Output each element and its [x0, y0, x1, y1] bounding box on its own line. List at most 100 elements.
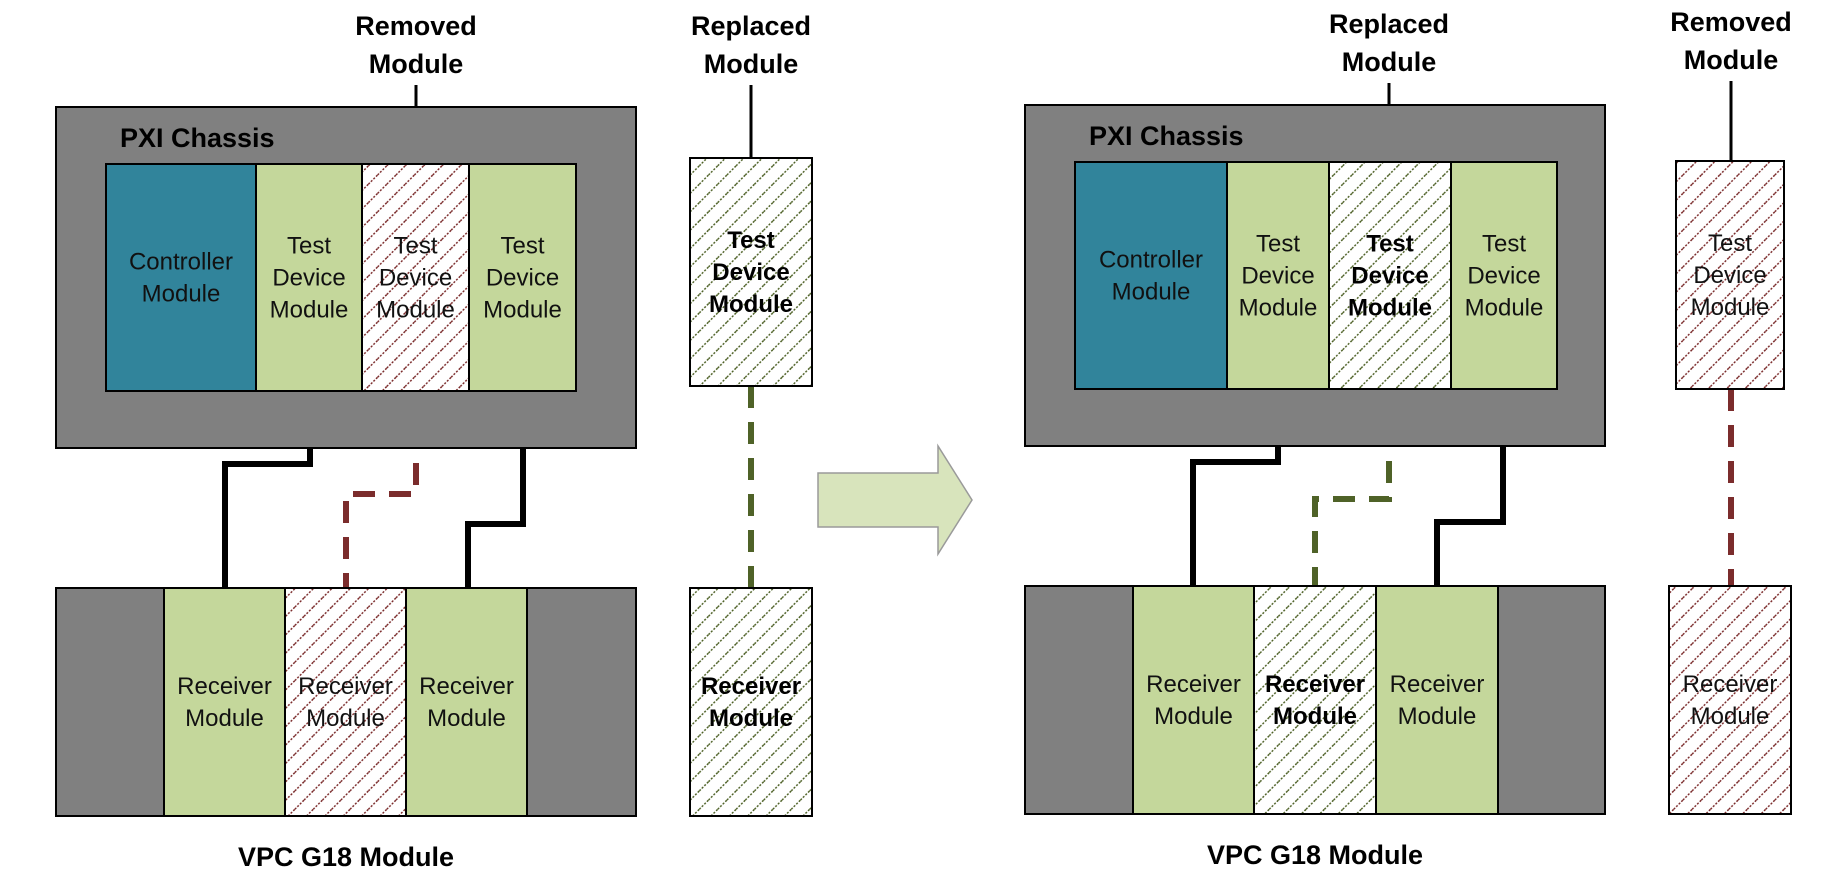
- spare-test-device-module-right: [1675, 160, 1785, 390]
- test-device-module-left-2-label-line: Module: [376, 296, 455, 323]
- callout-removed-left-line: Module: [369, 49, 464, 79]
- callout-removed-right-line: Module: [1684, 45, 1779, 75]
- receiver-module-right-2: [1375, 585, 1499, 815]
- receiver-module-left-2: [405, 587, 528, 817]
- receiver-module-right-2-label-line: Receiver: [1390, 671, 1485, 698]
- test-device-module-left-1-label-line: Module: [270, 296, 349, 323]
- controller-module-left-0-label-line: Controller: [129, 248, 233, 275]
- controller-module-right-0-label-line: Controller: [1099, 246, 1203, 273]
- test-device-module-left-1-label-line: Test: [287, 232, 331, 259]
- test-device-module-right-1-label-line: Test: [1256, 230, 1300, 257]
- receiver-module-left-1-label-line: Receiver: [298, 673, 393, 700]
- spare-test-device-module-left-label-line: Module: [709, 291, 793, 318]
- test-device-module-left-3-label-line: Module: [483, 296, 562, 323]
- test-device-module-left-3-label-line: Test: [500, 232, 544, 259]
- receiver-module-right-0-label-line: Receiver: [1146, 671, 1241, 698]
- test-device-module-left-3-label-line: Device: [486, 264, 559, 291]
- callout-removed-right-line: Removed: [1670, 7, 1792, 37]
- spare-test-device-module-right-label-line: Module: [1691, 294, 1770, 321]
- controller-module-left-0: [105, 163, 257, 392]
- controller-module-left-0-label-line: Module: [142, 280, 221, 307]
- callout-replaced-left-line: Replaced: [691, 11, 811, 41]
- test-device-module-right-3-label-line: Module: [1465, 294, 1544, 321]
- spare-test-device-module-left-label-line: Test: [727, 227, 775, 254]
- test-device-module-right-3-label-line: Device: [1467, 262, 1540, 289]
- receiver-module-left-0: [163, 587, 286, 817]
- receiver-module-right-2-label-line: Module: [1398, 703, 1477, 730]
- test-device-module-right-1-label-line: Device: [1241, 262, 1314, 289]
- receiver-module-left-1-label-line: Module: [306, 705, 385, 732]
- test-device-module-right-2: [1328, 161, 1452, 390]
- test-device-module-left-2-label-line: Test: [393, 232, 437, 259]
- test-device-module-right-3: [1450, 161, 1558, 390]
- receiver-module-left-2-label-line: Module: [427, 705, 506, 732]
- test-device-module-left-2-label-line: Device: [379, 264, 452, 291]
- pxi-chassis-title-right: PXI Chassis: [1089, 121, 1244, 151]
- test-device-module-right-3-label-line: Test: [1482, 230, 1526, 257]
- test-device-module-right-1: [1226, 161, 1330, 390]
- vpc-g18-footer-left: VPC G18 Module: [238, 842, 454, 872]
- receiver-module-left-0-label-line: Module: [185, 705, 264, 732]
- connection-wire-left-1: [465, 391, 526, 588]
- test-device-module-right-2-label-line: Test: [1366, 230, 1414, 257]
- test-device-module-right-2-label-line: Module: [1348, 294, 1432, 321]
- receiver-module-right-1: [1253, 585, 1377, 815]
- spare-receiver-module-right: [1668, 585, 1792, 815]
- spare-test-device-module-left-label-line: Device: [712, 259, 789, 286]
- callout-replaced-right-line: Module: [1342, 47, 1437, 77]
- vpc-g18-footer-right: VPC G18 Module: [1207, 840, 1423, 870]
- receiver-module-left-1: [284, 587, 407, 817]
- callout-replaced-left-line: Module: [704, 49, 799, 79]
- spare-receiver-module-left: [689, 587, 813, 817]
- spare-test-device-module-right-label-line: Test: [1708, 230, 1752, 257]
- receiver-module-right-1-label-line: Module: [1273, 703, 1357, 730]
- receiver-module-left-2-label-line: Receiver: [419, 673, 514, 700]
- test-device-module-left-2: [361, 163, 470, 392]
- receiver-module-left-0-label-line: Receiver: [177, 673, 272, 700]
- test-device-module-right-1-label-line: Module: [1239, 294, 1318, 321]
- callout-removed-left-line: Removed: [355, 11, 477, 41]
- spare-receiver-module-left-label-line: Module: [709, 705, 793, 732]
- controller-module-right-0-label-line: Module: [1112, 278, 1191, 305]
- receiver-module-right-0: [1132, 585, 1255, 815]
- spare-receiver-module-left-label-line: Receiver: [701, 673, 801, 700]
- spare-test-device-module-left: [689, 157, 813, 387]
- callout-replaced-right-line: Replaced: [1329, 9, 1449, 39]
- connection-wire-right-1: [1434, 389, 1506, 586]
- receiver-module-right-0-label-line: Module: [1154, 703, 1233, 730]
- pxi-chassis-title-left: PXI Chassis: [120, 123, 275, 153]
- spare-receiver-module-right-label-line: Receiver: [1683, 671, 1778, 698]
- controller-module-right-0: [1074, 161, 1228, 390]
- test-device-module-left-1-label-line: Device: [272, 264, 345, 291]
- test-device-module-left-1: [255, 163, 363, 392]
- test-device-module-left-3: [468, 163, 577, 392]
- right-arrow-icon: [817, 443, 973, 557]
- spare-receiver-module-right-label-line: Module: [1691, 703, 1770, 730]
- test-device-module-right-2-label-line: Device: [1351, 262, 1428, 289]
- receiver-module-right-1-label-line: Receiver: [1265, 671, 1365, 698]
- spare-test-device-module-right-label-line: Device: [1693, 262, 1766, 289]
